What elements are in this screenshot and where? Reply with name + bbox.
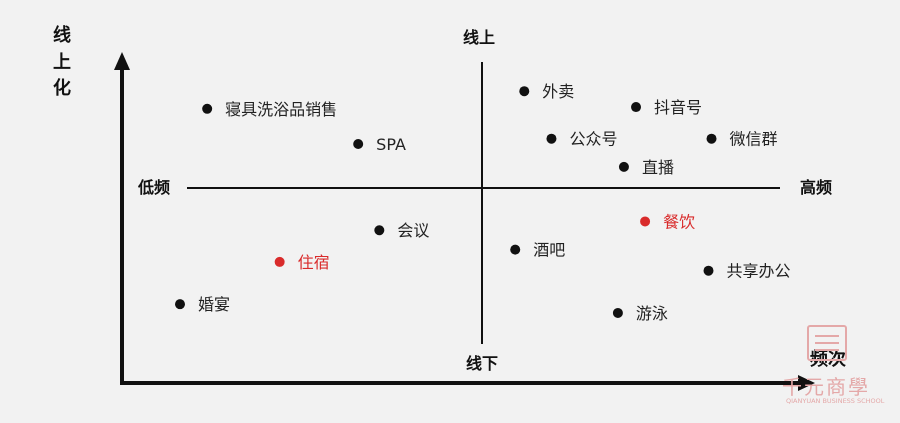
item-dot [706, 133, 717, 144]
diagram-item: 外卖 [519, 82, 574, 101]
item-label: 公众号 [569, 130, 617, 149]
item-dot [703, 265, 714, 276]
diagram-item: 餐饮 [640, 212, 695, 231]
item-dot [640, 216, 651, 227]
item-dot [175, 299, 185, 310]
watermark-cn: 千元商學 [782, 375, 870, 399]
label-online: 线上 [463, 28, 495, 47]
item-label: 共享办公 [727, 262, 791, 281]
y-title-char: 上 [53, 52, 71, 73]
item-label: 住宿 [298, 253, 330, 272]
diagram-item: 寝具洗浴品销售 [202, 100, 337, 119]
item-label: 外卖 [542, 82, 574, 101]
diagram-item: 共享办公 [703, 262, 791, 281]
item-label: 会议 [397, 221, 429, 240]
diagram-item: 婚宴 [175, 295, 230, 314]
label-low-frequency: 低频 [137, 178, 170, 197]
item-dot [353, 139, 364, 149]
diagram-item: 住宿 [274, 253, 330, 272]
item-dot [618, 161, 629, 172]
label-high-frequency: 高频 [800, 178, 832, 197]
y-title-char: 线 [53, 24, 71, 46]
watermark-en: QIANYUAN BUSINESS SCHOOL [786, 397, 885, 405]
item-dot [274, 256, 285, 267]
y-title-char: 化 [53, 77, 71, 99]
watermark-logo: 千元商學 QIANYUAN BUSINESS SCHOOL [782, 325, 885, 405]
item-label: 寝具洗浴品销售 [225, 100, 337, 119]
y-axis-title: 线 上 化 [53, 24, 71, 99]
main-axes [114, 52, 815, 391]
diagram-item: 会议 [374, 221, 429, 240]
item-label: 游泳 [636, 304, 668, 323]
diagram-item: 酒吧 [510, 241, 565, 260]
diagram-item: 公众号 [546, 130, 617, 149]
y-axis-arrowhead [114, 52, 130, 70]
diagram-item: 微信群 [706, 130, 778, 149]
item-label: 婚宴 [198, 295, 230, 314]
item-label: SPA [376, 135, 406, 154]
diagram-item: 抖音号 [631, 98, 702, 117]
item-dot [631, 102, 642, 113]
item-label: 酒吧 [533, 241, 565, 260]
diagram-item: 游泳 [612, 304, 668, 323]
item-dot [374, 225, 385, 236]
item-label: 直播 [642, 158, 674, 177]
item-dot [546, 133, 557, 144]
logo-badge [807, 325, 847, 361]
label-offline: 线下 [466, 354, 498, 373]
item-dot [202, 103, 213, 114]
item-label: 微信群 [730, 130, 778, 149]
x-axis-arrowhead [798, 375, 815, 391]
item-dot [519, 86, 530, 97]
item-label: 餐饮 [663, 212, 695, 231]
item-label: 抖音号 [654, 98, 702, 117]
diagram-item: 直播 [618, 158, 674, 177]
item-dot [510, 244, 521, 255]
diagram-item: SPA [353, 135, 406, 154]
item-dot [612, 307, 623, 318]
